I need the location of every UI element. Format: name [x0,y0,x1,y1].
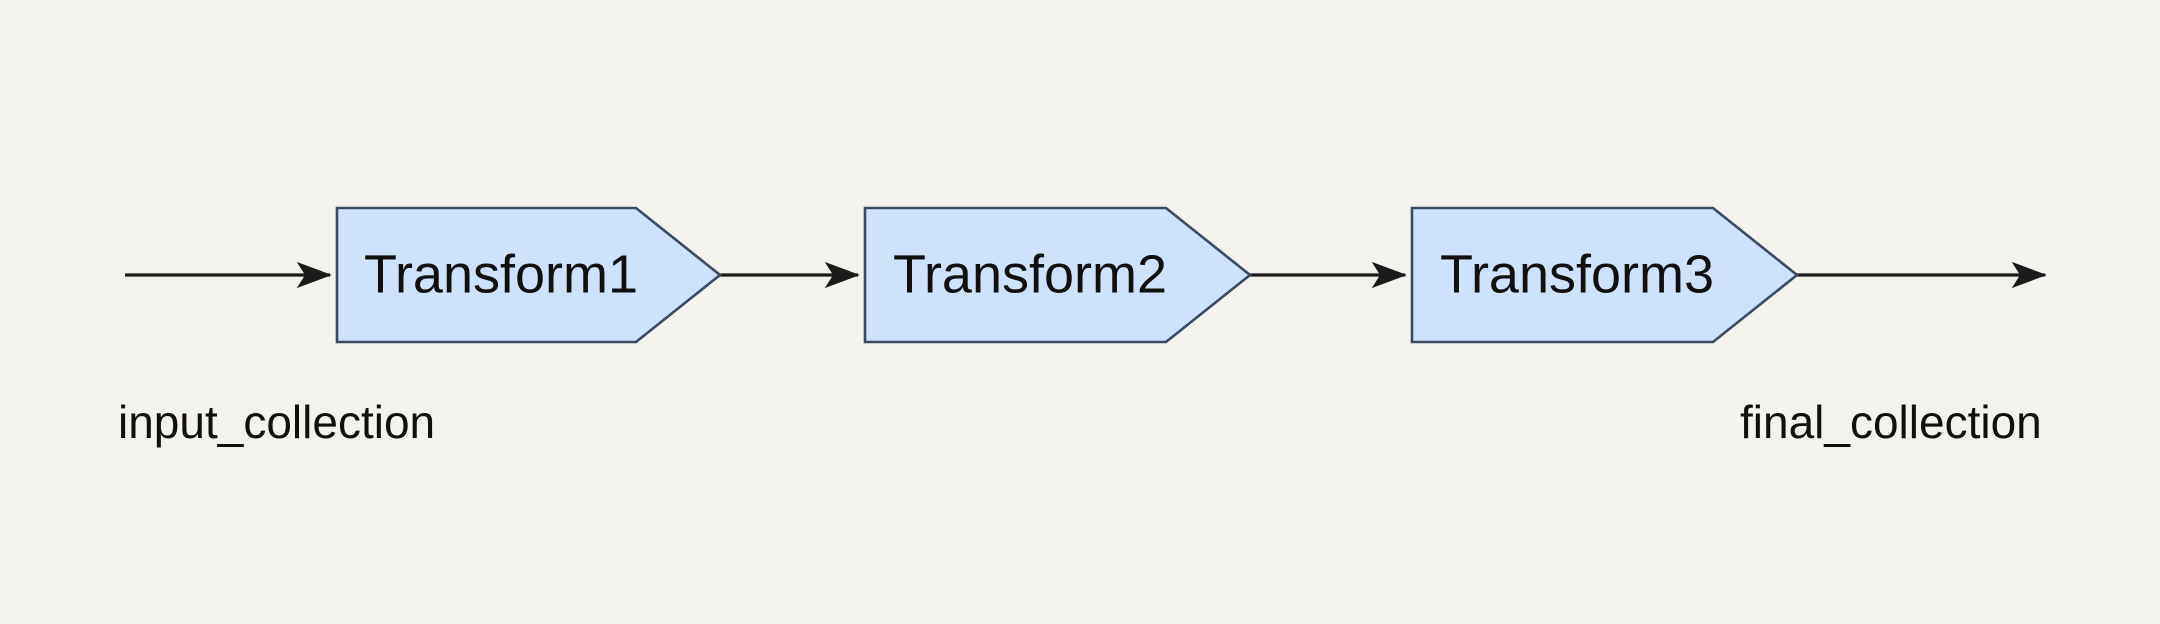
node-transform3-label: Transform3 [1440,244,1714,304]
node-transform1-shape[interactable] [335,206,723,344]
node-transform3-shape[interactable] [1410,206,1800,344]
edge-label-group: input_collection final_collection [118,396,2042,448]
node-transform2-shape[interactable] [863,206,1253,344]
node-transform2-label: Transform2 [893,244,1167,304]
input-collection-label: input_collection [118,396,435,448]
final-collection-label: final_collection [1740,396,2042,448]
node-transform2[interactable]: Transform2 [863,206,1253,344]
node-transform1-label: Transform1 [364,244,638,304]
node-transform3[interactable]: Transform3 [1410,206,1800,344]
node-transform1[interactable]: Transform1 [335,206,723,344]
